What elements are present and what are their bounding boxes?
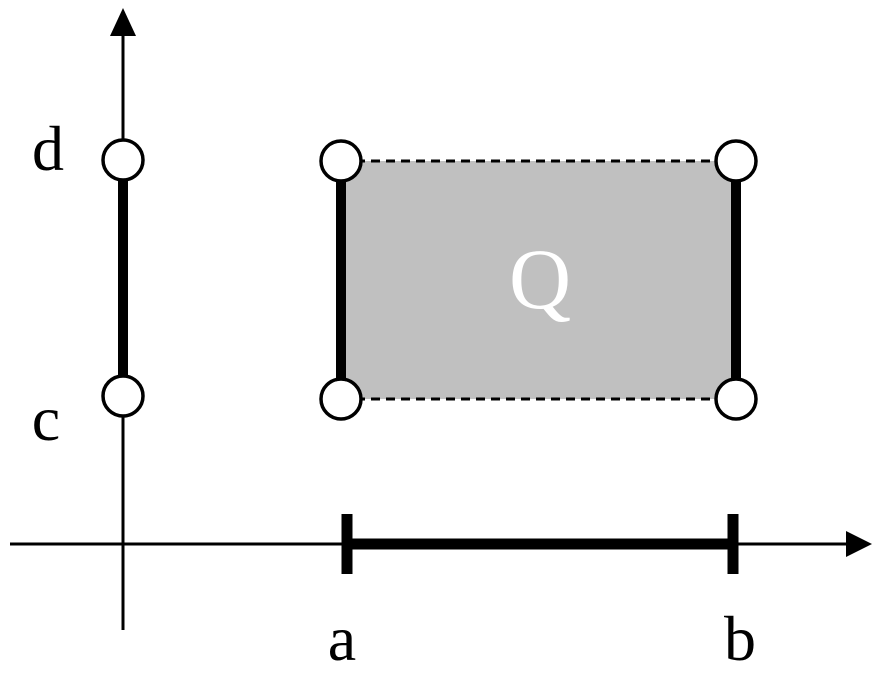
y-axis-arrowhead [110, 8, 136, 36]
y-endpoint-d-open-circle [101, 138, 145, 182]
y-end-label: d [32, 113, 64, 184]
corner-top-right-open-circle [714, 139, 758, 183]
x-end-label: b [724, 603, 756, 674]
region-label: Q [509, 231, 571, 327]
corner-bottom-right-open-circle [714, 377, 758, 421]
y-start-label: c [32, 383, 60, 454]
x-axis-arrowhead [846, 531, 872, 557]
corner-top-left-open-circle [319, 139, 363, 183]
y-endpoint-c-open-circle [101, 374, 145, 418]
region-q [341, 161, 736, 399]
corner-bottom-left-open-circle [319, 377, 363, 421]
x-start-label: a [328, 603, 356, 674]
